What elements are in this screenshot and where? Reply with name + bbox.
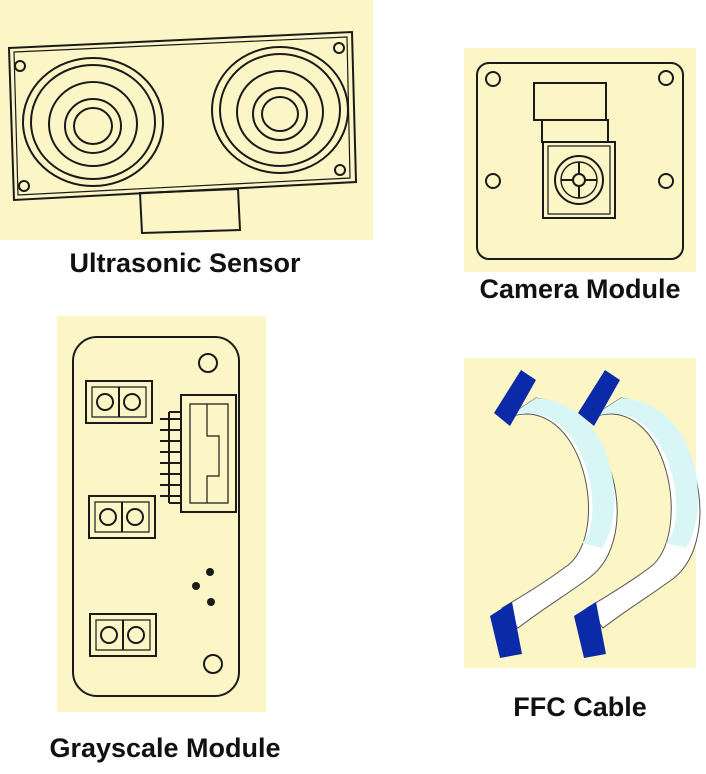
- ultrasonic-connector: [140, 189, 240, 233]
- grayscale-board-outline: [73, 337, 239, 696]
- mount-hole-icon: [659, 174, 673, 188]
- ffc-cable-panel: [464, 358, 696, 668]
- mount-hole-icon: [486, 72, 500, 86]
- camera-lens-icon: [543, 142, 615, 218]
- pin-header-connector-icon: [160, 395, 236, 512]
- grayscale-module-label: Grayscale Module: [49, 733, 281, 763]
- ultrasonic-sensor-label: Ultrasonic Sensor: [69, 248, 301, 278]
- camera-module-label: Camera Module: [479, 274, 681, 304]
- camera-flex-ribbon: [534, 83, 606, 120]
- mount-hole-icon: [334, 43, 344, 53]
- ultrasonic-board-outline: [9, 32, 356, 200]
- indicator-dots: [192, 568, 215, 606]
- grayscale-module-panel: [57, 316, 266, 712]
- mount-hole-icon: [204, 655, 222, 673]
- mount-hole-icon: [486, 174, 500, 188]
- camera-module-panel: [464, 48, 696, 272]
- grayscale-module-drawing: [57, 316, 266, 712]
- camera-module-drawing: [464, 48, 696, 272]
- ffc-cable-label: FFC Cable: [513, 692, 647, 722]
- mount-hole-icon: [15, 61, 25, 71]
- ir-sensor-pair-icon: [86, 381, 152, 423]
- ir-sensor-pair-icon: [90, 614, 156, 656]
- transducer-left-icon: [23, 58, 163, 186]
- mount-hole-icon: [19, 181, 29, 191]
- mount-hole-icon: [335, 165, 345, 175]
- ultrasonic-sensor-panel: [0, 0, 373, 240]
- mount-hole-icon: [659, 71, 673, 85]
- ffc-cable-right-icon: [574, 370, 700, 658]
- transducer-right-icon: [212, 47, 348, 173]
- mount-hole-icon: [199, 354, 217, 372]
- ultrasonic-sensor-drawing: [0, 0, 373, 240]
- ir-sensor-pair-icon: [89, 496, 155, 538]
- camera-board-outline: [477, 63, 683, 259]
- ffc-cable-drawing: [490, 370, 696, 658]
- ffc-cable-left-icon: [490, 370, 617, 658]
